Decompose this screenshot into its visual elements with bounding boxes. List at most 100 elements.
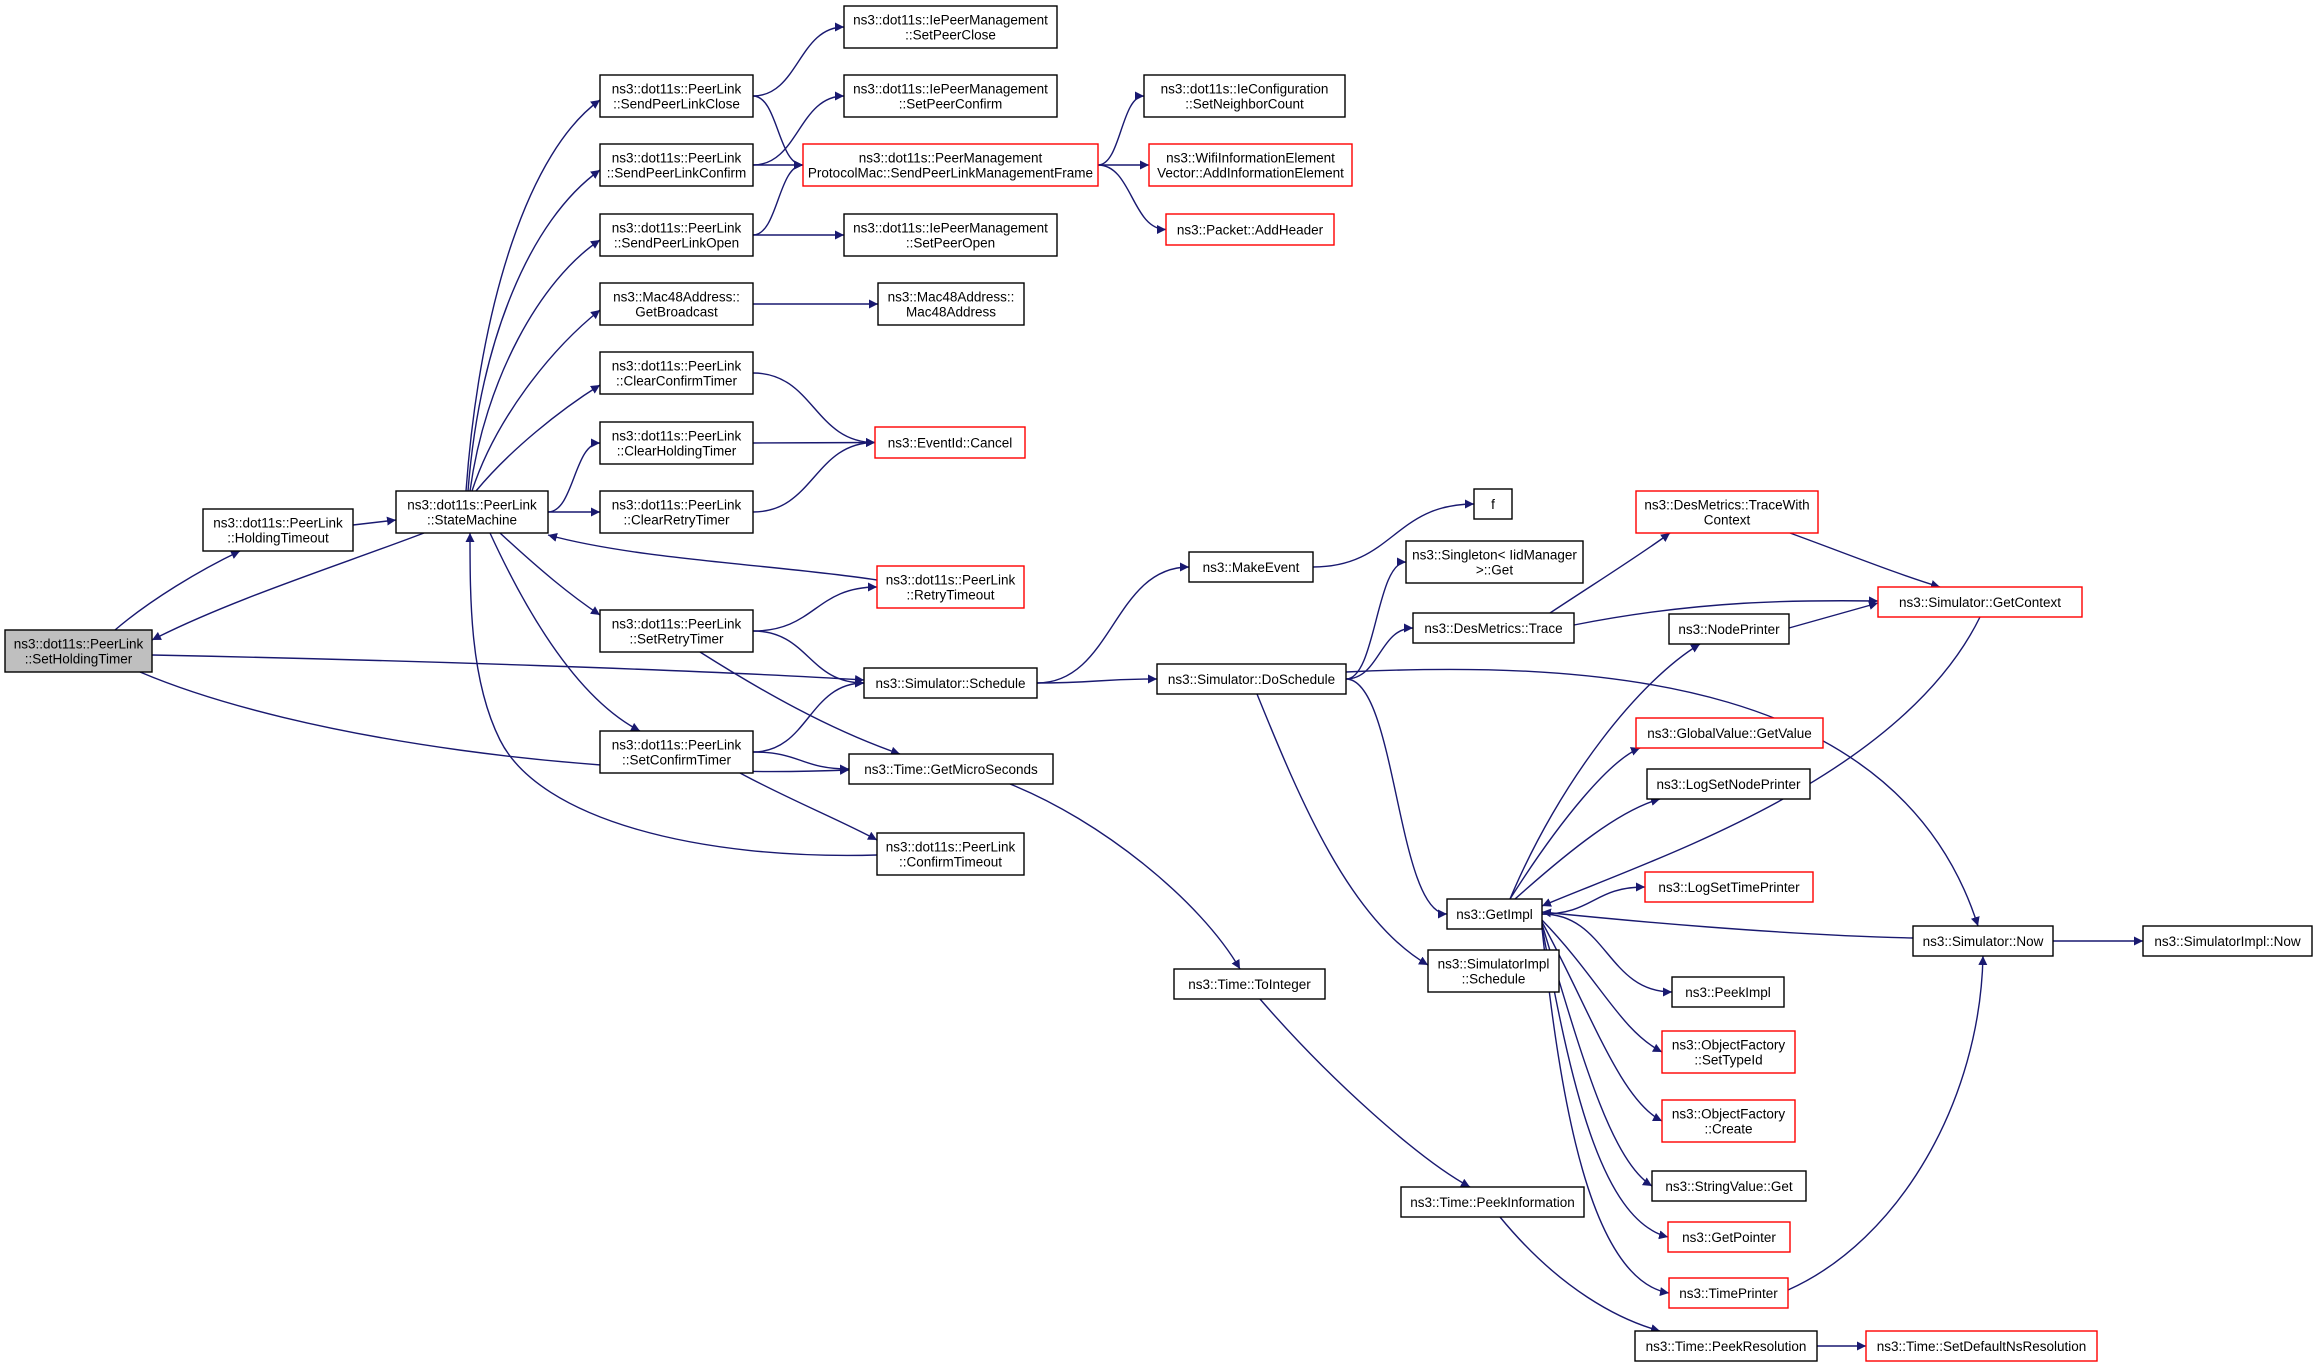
- node-SetRetryTimer[interactable]: ns3::dot11s::PeerLink::SetRetryTimer: [599, 609, 754, 653]
- node-box: [599, 421, 754, 465]
- node-TimePrinter[interactable]: ns3::TimePrinter: [1668, 1277, 1789, 1309]
- node-label-line: ns3::NodePrinter: [1678, 622, 1780, 637]
- node-Now[interactable]: ns3::Simulator::Now: [1912, 925, 2054, 957]
- node-box: [1668, 1277, 1789, 1309]
- node-PeekResolution[interactable]: ns3::Time::PeekResolution: [1634, 1330, 1818, 1362]
- node-label-line: ::ClearRetryTimer: [623, 513, 730, 528]
- node-label-line: ns3::Time::SetDefaultNsResolution: [1877, 1339, 2087, 1354]
- edge-line: [1097, 164, 1167, 234]
- node-Create[interactable]: ns3::ObjectFactory::Create: [1661, 1099, 1796, 1143]
- node-GetContext[interactable]: ns3::Simulator::GetContext: [1877, 586, 2083, 618]
- edge-SendPeerLinkOpen-to-SendPeerLinkManagementFrame: [752, 160, 804, 236]
- node-label-line: ns3::LogSetTimePrinter: [1658, 880, 1800, 895]
- edge-line: [1541, 913, 1673, 997]
- edge-SetConfirmTimer-to-Schedule: [752, 678, 865, 753]
- node-GetBroadcast[interactable]: ns3::Mac48Address::GetBroadcast: [599, 282, 754, 326]
- edge-line: [151, 654, 865, 684]
- node-label-line: ns3::Time::PeekResolution: [1646, 1339, 1807, 1354]
- node-f[interactable]: f: [1473, 488, 1513, 520]
- node-box: [848, 753, 1054, 785]
- node-SimImplSchedule[interactable]: ns3::SimulatorImpl::Schedule: [1427, 949, 1560, 993]
- edge-line: [1541, 919, 1663, 1053]
- node-Cancel[interactable]: ns3::EventId::Cancel: [874, 426, 1026, 459]
- edge-DoSchedule-to-Trace: [1345, 623, 1414, 680]
- node-ClearRetryTimer[interactable]: ns3::dot11s::PeerLink::ClearRetryTimer: [599, 490, 754, 534]
- edge-HoldingTimeout-to-StateMachine: [352, 516, 397, 526]
- node-GetMicroSeconds[interactable]: ns3::Time::GetMicroSeconds: [848, 753, 1054, 785]
- node-SetPeerConfirm[interactable]: ns3::dot11s::IePeerManagement::SetPeerCo…: [843, 74, 1058, 118]
- node-SetHoldingTimer[interactable]: ns3::dot11s::PeerLink::SetHoldingTimer: [4, 629, 153, 673]
- node-Trace[interactable]: ns3::DesMetrics::Trace: [1412, 612, 1575, 644]
- node-GetPointer[interactable]: ns3::GetPointer: [1667, 1221, 1791, 1253]
- edge-StateMachine-to-SetRetryTimer: [499, 532, 601, 616]
- node-SetConfirmTimer[interactable]: ns3::dot11s::PeerLink::SetConfirmTimer: [599, 730, 754, 774]
- edge-line: [352, 516, 397, 526]
- node-label-line: ::SetHoldingTimer: [25, 652, 133, 667]
- edge-MakeEvent-to-f: [1312, 499, 1475, 568]
- node-label-line: >::Get: [1476, 563, 1513, 578]
- node-SendPeerLinkClose[interactable]: ns3::dot11s::PeerLink::SendPeerLinkClose: [599, 74, 754, 118]
- node-label-line: ns3::dot11s::PeerLink: [886, 573, 1016, 588]
- edge-ToInteger-to-PeekInformation: [1259, 998, 1471, 1188]
- node-DoSchedule[interactable]: ns3::Simulator::DoSchedule: [1156, 663, 1347, 695]
- edge-line: [739, 772, 878, 841]
- edge-StateMachine-to-SendPeerLinkOpen: [469, 239, 601, 492]
- node-label-line: ns3::ObjectFactory: [1672, 1107, 1786, 1122]
- node-SetTypeId[interactable]: ns3::ObjectFactory::SetTypeId: [1661, 1030, 1796, 1074]
- node-ToInteger[interactable]: ns3::Time::ToInteger: [1173, 968, 1326, 1000]
- node-SingletonGet[interactable]: ns3::Singleton< IidManager>::Get: [1405, 540, 1584, 584]
- node-LogSetTimePrinter[interactable]: ns3::LogSetTimePrinter: [1644, 871, 1814, 903]
- node-label-line: ns3::LogSetNodePrinter: [1656, 777, 1801, 792]
- node-label-line: ::Schedule: [1462, 972, 1526, 987]
- node-SendPeerLinkConfirm[interactable]: ns3::dot11s::PeerLink::SendPeerLinkConfi…: [599, 143, 754, 187]
- edge-TimePrinter-to-Now: [1787, 955, 1988, 1291]
- node-box: [599, 143, 754, 187]
- node-SetDefaultNsResolution[interactable]: ns3::Time::SetDefaultNsResolution: [1865, 1330, 2098, 1362]
- node-box: [1646, 768, 1811, 800]
- node-SetPeerOpen[interactable]: ns3::dot11s::IePeerManagement::SetPeerOp…: [843, 213, 1058, 257]
- node-StateMachine[interactable]: ns3::dot11s::PeerLink::StateMachine: [395, 490, 549, 534]
- node-MakeEvent[interactable]: ns3::MakeEvent: [1188, 551, 1314, 583]
- node-SendPeerLinkOpen[interactable]: ns3::dot11s::PeerLink::SendPeerLinkOpen: [599, 213, 754, 257]
- edge-line: [151, 532, 425, 641]
- node-Mac48Address[interactable]: ns3::Mac48Address::Mac48Address: [877, 282, 1025, 326]
- edge-Trace-to-GetContext: [1573, 596, 1879, 626]
- node-SetNeighborCount[interactable]: ns3::dot11s::IeConfiguration::SetNeighbo…: [1143, 74, 1346, 118]
- node-ClearHoldingTimer[interactable]: ns3::dot11s::PeerLink::ClearHoldingTimer: [599, 421, 754, 465]
- node-RetryTimeout[interactable]: ns3::dot11s::PeerLink::RetryTimeout: [876, 565, 1025, 609]
- node-SimImplNow[interactable]: ns3::SimulatorImpl::Now: [2142, 925, 2313, 957]
- node-HoldingTimeout[interactable]: ns3::dot11s::PeerLink::HoldingTimeout: [202, 508, 354, 552]
- node-LogSetNodePrinter[interactable]: ns3::LogSetNodePrinter: [1646, 768, 1811, 800]
- node-label-line: ::SendPeerLinkConfirm: [607, 166, 747, 181]
- node-ConfirmTimeout[interactable]: ns3::dot11s::PeerLink::ConfirmTimeout: [876, 832, 1025, 876]
- node-label-line: ns3::dot11s::IePeerManagement: [853, 221, 1048, 236]
- edge-SetRetryTimer-to-Schedule: [752, 630, 865, 688]
- node-label-line: Vector::AddInformationElement: [1157, 166, 1344, 181]
- node-Schedule[interactable]: ns3::Simulator::Schedule: [863, 667, 1038, 699]
- node-SetPeerClose[interactable]: ns3::dot11s::IePeerManagement::SetPeerCl…: [843, 5, 1058, 49]
- edge-PeekInformation-to-PeekResolution: [1499, 1216, 1661, 1333]
- node-NodePrinter[interactable]: ns3::NodePrinter: [1668, 613, 1790, 645]
- edge-line: [1514, 797, 1661, 900]
- node-PeekImpl[interactable]: ns3::PeekImpl: [1671, 976, 1785, 1008]
- edge-line: [467, 169, 601, 492]
- edge-line: [752, 372, 876, 447]
- node-GlobalGetValue[interactable]: ns3::GlobalValue::GetValue: [1635, 717, 1824, 749]
- edge-GetImpl-to-TimePrinter: [1541, 927, 1670, 1296]
- edge-line: [1097, 91, 1145, 166]
- node-AddInformationElement[interactable]: ns3::WifiInformationElementVector::AddIn…: [1148, 143, 1353, 187]
- node-box: [1148, 143, 1353, 187]
- node-box: [1165, 213, 1335, 246]
- edge-line: [699, 651, 901, 756]
- node-PeekInformation[interactable]: ns3::Time::PeekInformation: [1400, 1186, 1585, 1218]
- node-ClearConfirmTimer[interactable]: ns3::dot11s::PeerLink::ClearConfirmTimer: [599, 351, 754, 395]
- node-StringValueGet[interactable]: ns3::StringValue::Get: [1651, 1170, 1807, 1202]
- node-box: [1644, 871, 1814, 903]
- edge-SendPeerLinkClose-to-SendPeerLinkManagementFrame: [752, 95, 804, 170]
- node-SendPeerLinkManagementFrame[interactable]: ns3::dot11s::PeerManagementProtocolMac::…: [802, 143, 1099, 187]
- node-GetImpl[interactable]: ns3::GetImpl: [1446, 898, 1543, 930]
- node-AddHeader[interactable]: ns3::Packet::AddHeader: [1165, 213, 1335, 246]
- node-box: [1400, 1186, 1585, 1218]
- edge-line: [1256, 693, 1429, 966]
